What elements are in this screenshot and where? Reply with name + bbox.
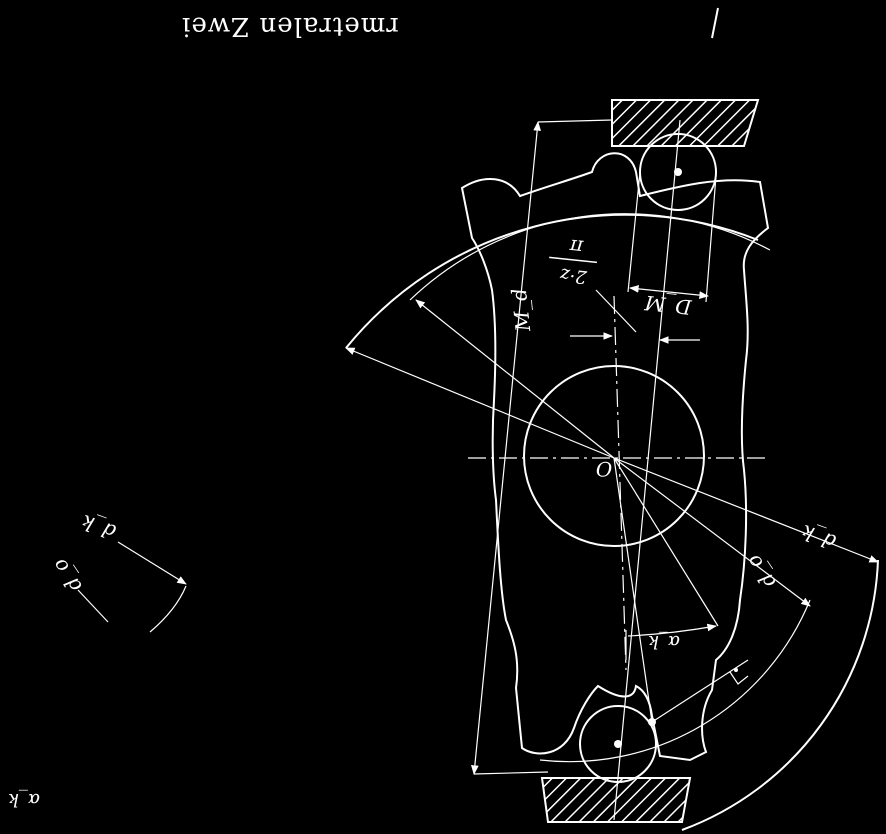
label-md: M_d [507, 287, 535, 334]
legend-alpha-label: α_k [8, 789, 40, 810]
legend-do-label: d_o [47, 554, 86, 596]
dm-ext-right [705, 175, 717, 303]
svg-text:α_k: α_k [8, 789, 40, 810]
md-ext-top [537, 119, 613, 123]
outer-arc [345, 213, 759, 349]
svg-text:rmetralen Zwei: rmetralen Zwei [181, 11, 399, 41]
radial-line-2 [415, 299, 615, 459]
legend-dk-label: d_k [78, 510, 119, 544]
pin-axis-line [613, 119, 681, 821]
legend-do-line [77, 589, 109, 623]
label-fraction: π 2·z [549, 234, 598, 288]
svg-text:2·z: 2·z [559, 264, 589, 288]
svg-text:d_o: d_o [47, 554, 86, 596]
tangent-line [651, 659, 749, 723]
svg-text:α_k: α_k [648, 631, 680, 652]
radial-line-dk [613, 457, 879, 563]
svg-text:π: π [568, 234, 585, 259]
legend-arc [149, 585, 187, 633]
inner-arc [409, 213, 771, 301]
label-do: d_o [741, 550, 780, 592]
bottom-pin-center [614, 740, 622, 748]
right-angle-dot [734, 668, 738, 672]
fraction-leader [595, 289, 637, 333]
caption-text: rmetralen Zwei [181, 11, 399, 41]
top-pin-center [674, 168, 682, 176]
dm-dimension-line [629, 285, 709, 299]
radial-line-1 [345, 347, 615, 459]
label-dk: d_k [798, 520, 839, 554]
inner-arc-right [539, 599, 811, 763]
svg-text:d_o: d_o [741, 550, 780, 592]
alpha-k-arrow [627, 623, 717, 637]
md-ext-bottom [473, 771, 549, 775]
top-anvil [611, 99, 760, 147]
vertical-centerline [613, 295, 627, 671]
label-dm: D_M [643, 291, 693, 320]
svg-text:M_d: M_d [507, 287, 535, 334]
svg-text:D_M: D_M [643, 291, 693, 320]
outer-arc-right [681, 559, 879, 831]
center-hole [523, 365, 705, 547]
legend-dk-arrow [117, 541, 187, 585]
svg-text:d_k: d_k [798, 520, 839, 554]
label-alpha-k: α_k [648, 631, 680, 652]
svg-text:d_k: d_k [78, 510, 119, 544]
md-dimension-line [471, 121, 541, 775]
svg-text:O: O [596, 457, 612, 481]
gear-outline [460, 152, 770, 762]
radial-line-alpha [613, 457, 719, 627]
radial-line-do [613, 457, 811, 607]
right-angle-mark [729, 671, 749, 685]
caption-stroke [711, 7, 719, 39]
dm-ext-left [627, 171, 641, 293]
label-center-o: O [596, 457, 612, 481]
radial-line-pin [613, 457, 653, 723]
